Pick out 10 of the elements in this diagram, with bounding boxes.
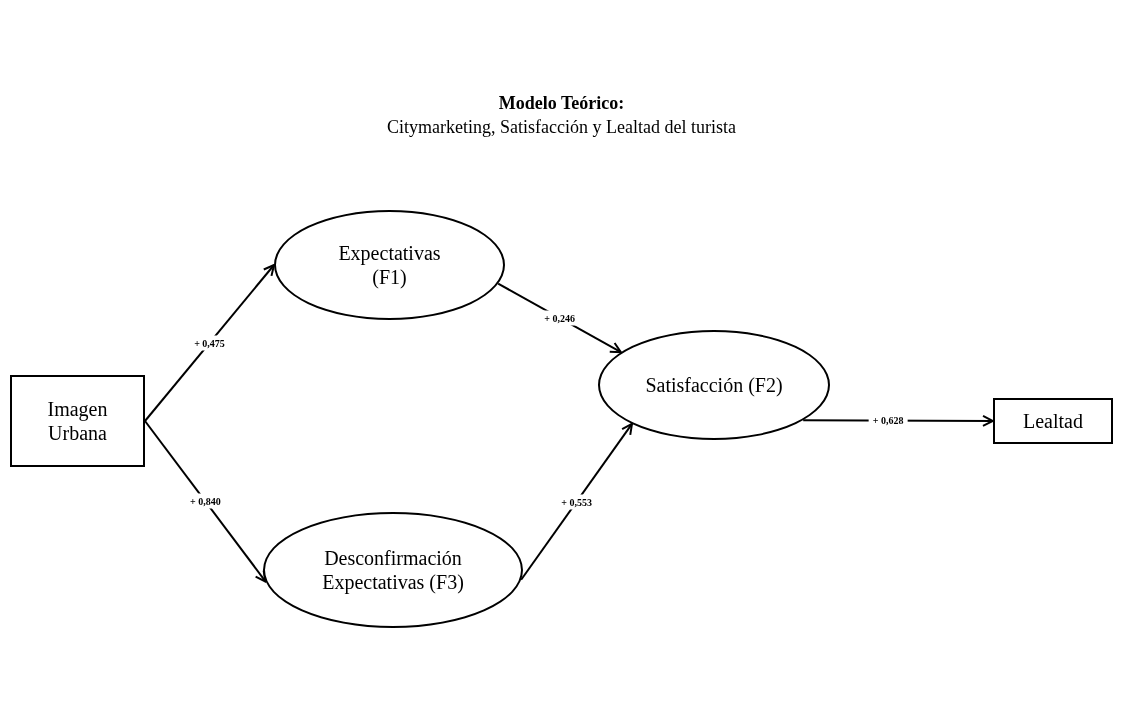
node-label: Expectativas (F1) [337, 241, 442, 289]
observed-variable-box [10, 375, 145, 467]
title: Modelo Teórico: [498, 92, 625, 115]
node-label: Lealtad [1022, 409, 1084, 433]
node-label: Imagen Urbana [46, 397, 109, 445]
node-label: Desconfirmación Expectativas (F3) [321, 546, 465, 594]
subtitle: Citymarketing, Satisfacción y Lealtad del turista [387, 116, 736, 139]
arrow [144, 264, 275, 422]
node-label: Satisfacción (F2) [644, 373, 784, 397]
observed-variable-box [993, 398, 1113, 444]
